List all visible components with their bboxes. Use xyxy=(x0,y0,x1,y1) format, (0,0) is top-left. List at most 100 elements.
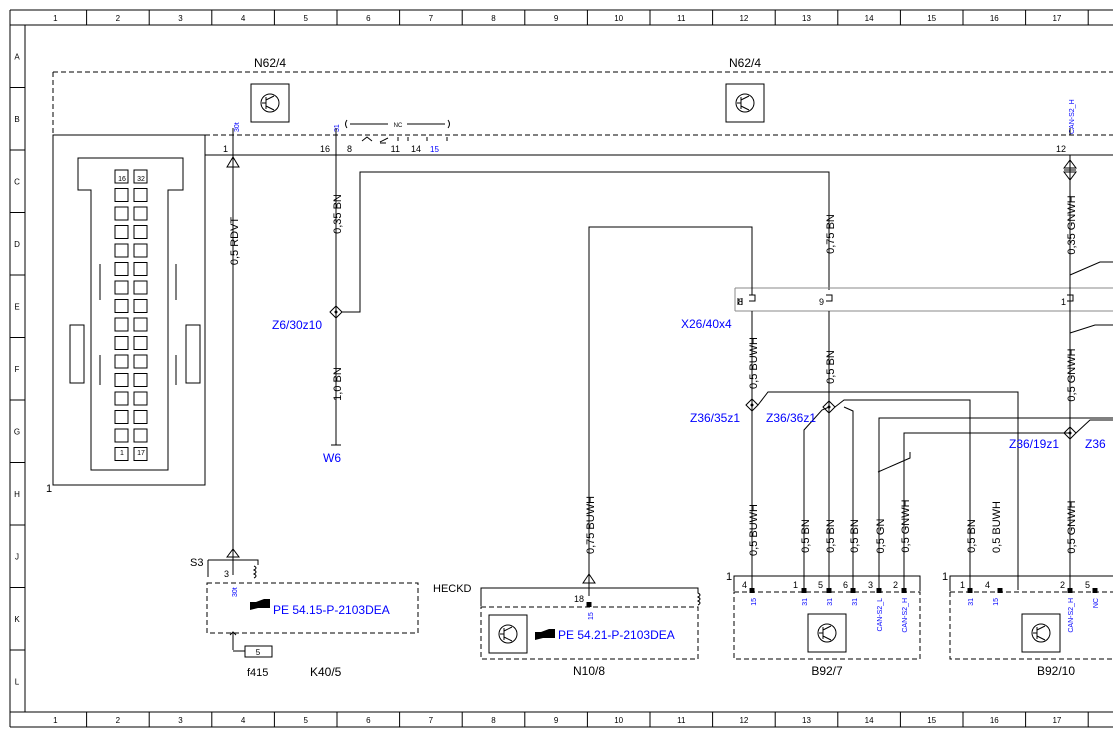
b92-7-pin-can-s2-h: CAN-S2_H xyxy=(902,598,909,633)
pin-mark xyxy=(801,588,807,593)
grid-col-label: 1 xyxy=(53,716,58,725)
z36-19z1-label: Z36/19z1 xyxy=(1009,437,1059,451)
pin-16: 16 xyxy=(320,144,330,154)
b92-10-pin-5: 5 xyxy=(1085,580,1090,590)
pin-can-s2-h: CAN-S2_H xyxy=(1069,99,1076,134)
grid-col-label: 3 xyxy=(178,14,183,23)
grid-col-label: 12 xyxy=(739,14,748,23)
wire-label-0-5-bn-a: 0,5 BN xyxy=(825,350,837,384)
wire-label-0-5-bn-e: 0,5 BN xyxy=(966,519,978,553)
connector-cell xyxy=(133,206,148,221)
wire-label-0-5-gnwh-c: 0,5 GNWH xyxy=(1066,500,1078,553)
connector-cell xyxy=(114,447,129,461)
grid-col-label: 7 xyxy=(429,716,434,725)
pin-12: 12 xyxy=(1056,144,1066,154)
connector-pin-32: 32 xyxy=(137,176,145,183)
pe-reference-1: PE 54.15-P-2103DEA xyxy=(273,603,390,617)
grid-col-label: 4 xyxy=(241,14,246,23)
wire-rdvt: 0,5 RDVT xyxy=(226,135,241,575)
pin-mark xyxy=(826,588,832,593)
grid-col-label: 14 xyxy=(865,716,874,725)
grid-col-label: 13 xyxy=(802,14,811,23)
transistor-icon xyxy=(807,613,847,653)
grid-col-label: 11 xyxy=(677,14,686,23)
pin-mark xyxy=(586,602,592,607)
f415-pin-5: 5 xyxy=(256,648,261,657)
grid-col-label: 10 xyxy=(614,716,623,725)
grid-col-label: 12 xyxy=(739,716,748,725)
connector-cell xyxy=(114,391,129,406)
connector-cell xyxy=(133,280,148,295)
grid-col-label: 4 xyxy=(241,716,246,725)
b92-10-pin-can-s2-h: CAN-S2_H xyxy=(1068,598,1075,633)
grid-row-label: H xyxy=(14,490,20,499)
wire-label-0-5-bn-d: 0,5 BN xyxy=(849,519,861,553)
b92-7-pin-4: 4 xyxy=(742,580,747,590)
wire-label-1-0-bn: 1,0 BN xyxy=(332,367,344,401)
pin-1: 1 xyxy=(223,144,228,154)
grid-col-label: 8 xyxy=(491,716,496,725)
grid-row-label: K xyxy=(14,615,20,624)
wire-label-0-35-bn: 0,35 BN xyxy=(332,194,344,234)
grid-col-label: 7 xyxy=(429,14,434,23)
wire-label-0-5-buwh-a: 0,5 BUWH xyxy=(748,337,760,389)
wire-label-0-75-buwh: 0,75 BUWH xyxy=(585,496,597,554)
connector-pin-17: 17 xyxy=(137,450,145,457)
b92-10-pin-1: 1 xyxy=(960,580,965,590)
connector-cell xyxy=(133,243,148,258)
b92-7-pin-31-b: 31 xyxy=(827,598,834,606)
connector-cell xyxy=(133,262,148,276)
transistor-icon xyxy=(488,614,528,654)
grid-row-label: D xyxy=(14,240,20,249)
b92-10-pin-2: 2 xyxy=(1060,580,1065,590)
z36-35z1-label: Z36/35z1 xyxy=(690,411,740,425)
pin-31: 31 xyxy=(334,124,341,132)
w6-label: W6 xyxy=(323,451,341,465)
grid-row-label: L xyxy=(15,677,20,686)
pin-mark xyxy=(1067,588,1073,593)
b92-7-pin-3: 3 xyxy=(868,580,873,590)
wire-label-0-5-gnwh-a: 0,5 GNWH xyxy=(1066,348,1078,401)
b92-7-label: B92/7 xyxy=(811,664,843,678)
pin-11: 11 xyxy=(391,144,400,154)
connector-cell xyxy=(114,354,129,369)
pin-mark xyxy=(1092,588,1098,593)
b92-10-pin-nc: NC xyxy=(1093,598,1100,608)
connector-cell xyxy=(114,206,129,221)
pe-reference-2: PE 54.21-P-2103DEA xyxy=(558,628,675,642)
connector-cell xyxy=(133,447,148,461)
n62-pins: 1 30t 16 31 8 11 14 15 12 CAN-S2_H NC xyxy=(205,99,1113,156)
b92-10-pin-4: 4 xyxy=(985,580,990,590)
connector-cell xyxy=(114,188,129,202)
x26-pin-1: 1 xyxy=(1061,297,1066,307)
connector-cell xyxy=(133,317,148,332)
b92-7-pin-2: 2 xyxy=(893,580,898,590)
pointing-hand-icon xyxy=(250,599,270,610)
pin-14: 14 xyxy=(411,144,421,154)
connector-cell xyxy=(114,428,129,443)
pin-30t: 30t xyxy=(234,122,241,132)
n10-8-label: N10/8 xyxy=(573,664,605,678)
pin-mark xyxy=(901,588,907,593)
wire-label-0-5-buwh-c: 0,5 BUWH xyxy=(991,501,1003,553)
connector-pin-1: 1 xyxy=(120,450,124,457)
grid-col-label: 17 xyxy=(1052,14,1061,23)
connector-cell xyxy=(114,225,129,239)
lower-wire-labels: 0,5 BUWH 0,5 BN 0,5 BN 0,5 BN 0,5 GN 0,5… xyxy=(748,499,1078,556)
n10-8-unit: HECKD 18 15 PE 54.21-P-2103DEA N10/8 xyxy=(433,583,701,678)
x26-connector: 8 9 1 X26/40x4 xyxy=(681,287,1113,331)
nc-label: NC xyxy=(394,123,403,129)
grid-col-label: 1 xyxy=(53,14,58,23)
connector-cell xyxy=(114,169,129,184)
transistor-icon xyxy=(725,83,765,123)
connector-cell xyxy=(133,169,148,184)
b92-10-pin-15: 15 xyxy=(993,598,1000,606)
pin-mark xyxy=(876,588,882,593)
grid-col-label: 9 xyxy=(554,716,559,725)
connector-cell xyxy=(133,391,148,406)
b92-10-label: B92/10 xyxy=(1037,664,1075,678)
connector-cell xyxy=(114,280,129,295)
